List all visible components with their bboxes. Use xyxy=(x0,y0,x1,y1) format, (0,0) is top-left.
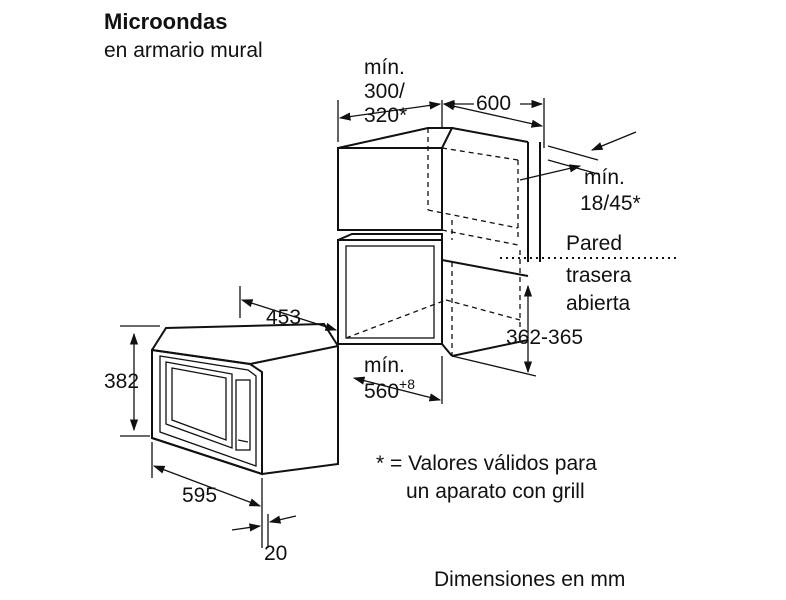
oven-depth-arrow xyxy=(240,299,338,331)
frame-offset-value: 20 xyxy=(264,542,287,565)
niche-width-value: 300/ xyxy=(364,80,405,103)
niche-height-value: 362-365 xyxy=(506,326,583,349)
open-back-label-1: trasera xyxy=(566,264,632,287)
oven-front-frame xyxy=(151,348,263,476)
side-clearance-value: 18/45* xyxy=(580,192,641,215)
cabinet-upper-front xyxy=(337,147,443,231)
min-label-bottom: mín. xyxy=(364,354,405,377)
open-back-label-2: abierta xyxy=(566,292,631,315)
asterisk-note-line-1: * = Valores válidos para xyxy=(376,452,597,475)
niche-width-arrow xyxy=(338,101,442,121)
oven-depth-value: 453 xyxy=(266,306,301,329)
min-label-side: mín. xyxy=(584,166,625,189)
oven-height-value: 382 xyxy=(104,370,139,393)
oven-control-panel xyxy=(235,379,251,451)
cabinet-top-edge xyxy=(451,127,529,143)
wall-label: Pared xyxy=(566,232,622,255)
oven-body xyxy=(151,322,339,476)
niche-width-value-2: 320* xyxy=(364,104,407,127)
cabinet-upper-top xyxy=(337,127,454,149)
depth-top-value: 600 xyxy=(476,92,511,115)
microwave-oven xyxy=(151,322,339,476)
wall-cabinet xyxy=(337,127,541,357)
min-label-top: mín. xyxy=(364,56,405,79)
oven-width-arrow xyxy=(152,465,262,507)
diagram-title: Microondas xyxy=(104,9,227,34)
diagram-subtitle: en armario mural xyxy=(104,39,263,62)
depth-arrow xyxy=(442,102,544,128)
units-note: Dimensiones en mm xyxy=(434,568,625,591)
asterisk-note-line-2: un aparato con grill xyxy=(406,480,585,503)
oven-width-value: 595 xyxy=(182,484,217,507)
niche-frame xyxy=(337,239,443,345)
niche-depth-value: 560+8 xyxy=(364,376,415,403)
niche-depth-arrow xyxy=(352,376,442,402)
oven-door-window xyxy=(165,361,233,449)
